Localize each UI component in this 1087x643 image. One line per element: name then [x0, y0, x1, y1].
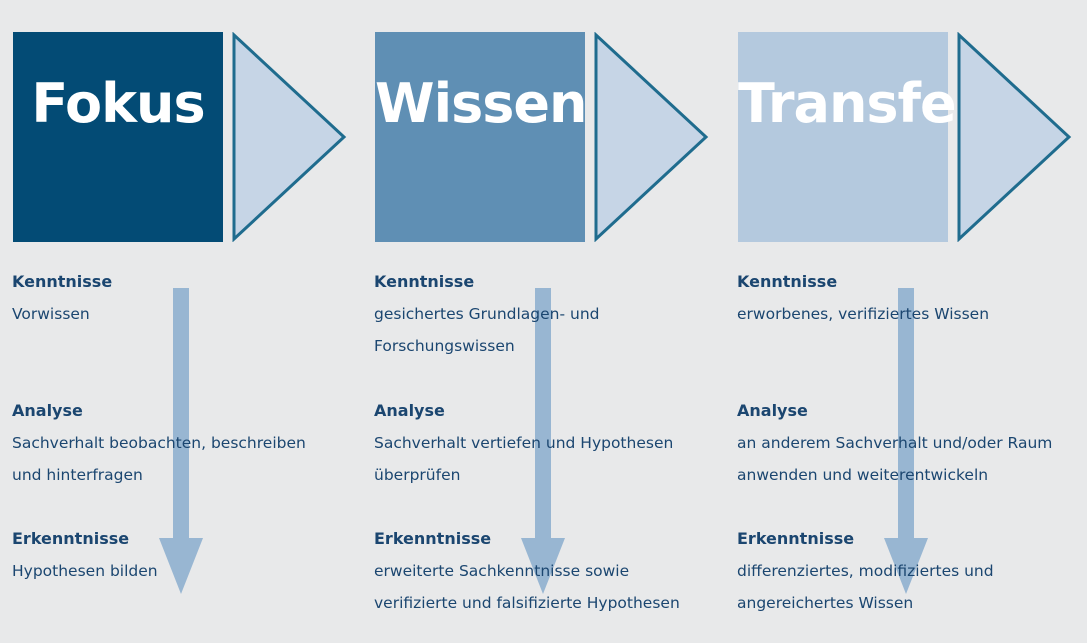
right-chevron-icon [957, 32, 1072, 242]
section-text: differenziertes, modifiziertes und [737, 562, 994, 580]
stage-column-wissen: Wissen Kenntnisse gesichertes Grundlagen… [362, 0, 709, 643]
analyse-section: Analyse Sachverhalt beobachten, beschrei… [12, 395, 342, 491]
section-text: angereichertes Wissen [737, 594, 914, 612]
down-arrow-icon [159, 288, 203, 594]
stage-title: Fokus [31, 72, 205, 135]
section-text: Hypothesen bilden [12, 562, 158, 580]
erkenntnisse-section: Erkenntnisse Hypothesen bilden [12, 523, 342, 587]
section-heading: Erkenntnisse [374, 529, 492, 548]
stage-title: Wissen [375, 72, 587, 135]
section-text: gesichertes Grundlagen- und [374, 305, 600, 323]
stage-title-box: Transfer [738, 32, 982, 242]
stage-column-transfer: Transfer Kenntnisse erworbenes, verifizi… [725, 0, 1072, 643]
section-heading: Erkenntnisse [737, 529, 855, 548]
section-text: Forschungswissen [374, 337, 515, 355]
section-text: an anderem Sachverhalt und/oder Raum [737, 434, 1053, 452]
section-text: und hinterfragen [12, 466, 143, 484]
down-arrow-icon [884, 288, 928, 594]
kenntnisse-section: Kenntnisse erworbenes, verifiziertes Wis… [737, 266, 1067, 330]
section-heading: Kenntnisse [12, 272, 113, 291]
stage-title: Transfer [738, 72, 982, 135]
section-text: überprüfen [374, 466, 461, 484]
stage-title-box: Wissen [375, 32, 587, 242]
kenntnisse-section: Kenntnisse Vorwissen [12, 266, 342, 330]
right-chevron-icon [232, 32, 347, 242]
section-text: anwenden und weiterentwickeln [737, 466, 989, 484]
erkenntnisse-section: Erkenntnisse erweiterte Sachkenntnisse s… [374, 523, 704, 619]
kenntnisse-section: Kenntnisse gesichertes Grundlagen- und F… [374, 266, 704, 362]
right-chevron-icon [594, 32, 709, 242]
stage-column-fokus: Fokus Kenntnisse Vorwissen Analyse Sachv… [0, 0, 347, 643]
section-text: erweiterte Sachkenntnisse sowie [374, 562, 630, 580]
section-heading: Kenntnisse [737, 272, 838, 291]
section-text: erworbenes, verifiziertes Wissen [737, 305, 990, 323]
analyse-section: Analyse Sachverhalt vertiefen und Hypoth… [374, 395, 704, 491]
section-heading: Analyse [12, 401, 83, 420]
section-text: Sachverhalt vertiefen und Hypothesen [374, 434, 674, 452]
section-text: Sachverhalt beobachten, beschreiben [12, 434, 306, 452]
section-text: Vorwissen [12, 305, 90, 323]
section-text: verifizierte und falsifizierte Hypothese… [374, 594, 680, 612]
section-heading: Analyse [737, 401, 808, 420]
section-heading: Analyse [374, 401, 445, 420]
analyse-section: Analyse an anderem Sachverhalt und/oder … [737, 395, 1067, 491]
down-arrow-icon [521, 288, 565, 594]
stage-title-box: Fokus [13, 32, 223, 242]
section-heading: Kenntnisse [374, 272, 475, 291]
erkenntnisse-section: Erkenntnisse differenziertes, modifizier… [737, 523, 1067, 619]
section-heading: Erkenntnisse [12, 529, 130, 548]
